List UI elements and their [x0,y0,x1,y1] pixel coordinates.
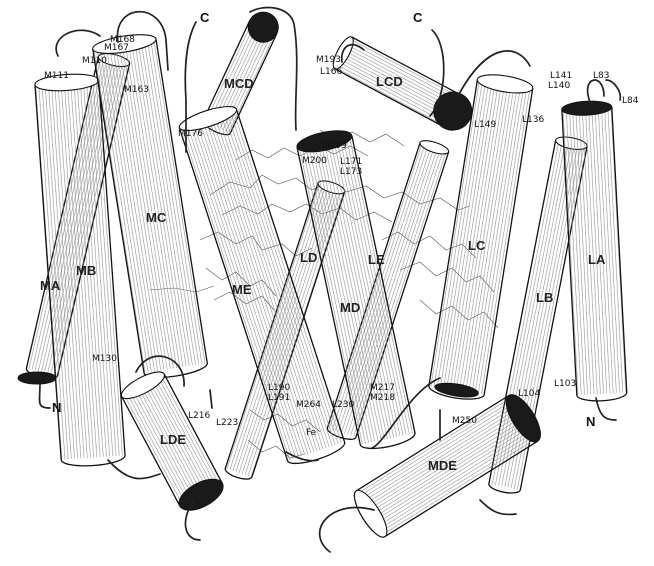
terminus-c-left: C [200,10,210,25]
terminus-n-right: N [586,414,595,429]
helix-label-ma: MA [40,278,61,293]
residue-l230: L230 [332,400,354,410]
iron-label: Fe [306,428,317,438]
helix-lcd [329,33,478,137]
residue-l141: L141 [550,71,572,81]
residue-l171: L171 [340,157,362,167]
helix-label-ld: LD [300,250,317,265]
helix-label-me: ME [232,282,252,297]
helix-label-le: LE [368,252,385,267]
residue-l140: L140 [548,81,570,91]
helix-la [561,100,627,402]
helix-stub [18,372,56,384]
residue-m200: M200 [302,156,327,166]
residue-l103: L103 [554,379,576,389]
terminus-c-right: C [413,10,423,25]
helix-label-la: LA [588,252,606,267]
residue-l136: L136 [522,115,544,125]
terminus-n-left: N [52,400,61,415]
residue-m264: M264 [296,400,321,410]
residue-m168: M168 [110,35,135,45]
residue-l216: L216 [188,411,210,421]
residue-l191: L191 [268,393,290,403]
residue-m176: M176 [178,129,203,139]
helix-label-mde: MDE [428,458,457,473]
residue-l83: L83 [593,71,609,81]
residue-m111: M111 [44,71,69,81]
residue-l166: L166 [320,67,342,77]
residue-m130: M130 [92,354,117,364]
helix-label-lb: LB [536,290,553,305]
helix-label-lc: LC [468,238,486,253]
residue-m163: M163 [124,85,149,95]
helix-label-mcd: MCD [224,76,254,91]
residue-m110: M110 [82,56,107,66]
residue-l173: L173 [340,167,362,177]
residue-l190: L190 [268,383,290,393]
residue-l149: L149 [474,120,496,130]
helix-label-lde: LDE [160,432,186,447]
helix-label-md: MD [340,300,360,315]
residue-l104: L104 [518,389,540,399]
residue-l223: L223 [216,418,238,428]
residue-m217: M217 [370,383,395,393]
residue-l84: L84 [622,96,639,106]
residue-m218: M218 [370,393,395,403]
residue-m250: M250 [452,416,477,426]
helix-label-mb: MB [76,263,96,278]
residue-m199: M199 [322,141,347,151]
helix-label-mc: MC [146,210,167,225]
residue-m193: M193 [316,55,341,65]
helix-label-lcd: LCD [376,74,403,89]
